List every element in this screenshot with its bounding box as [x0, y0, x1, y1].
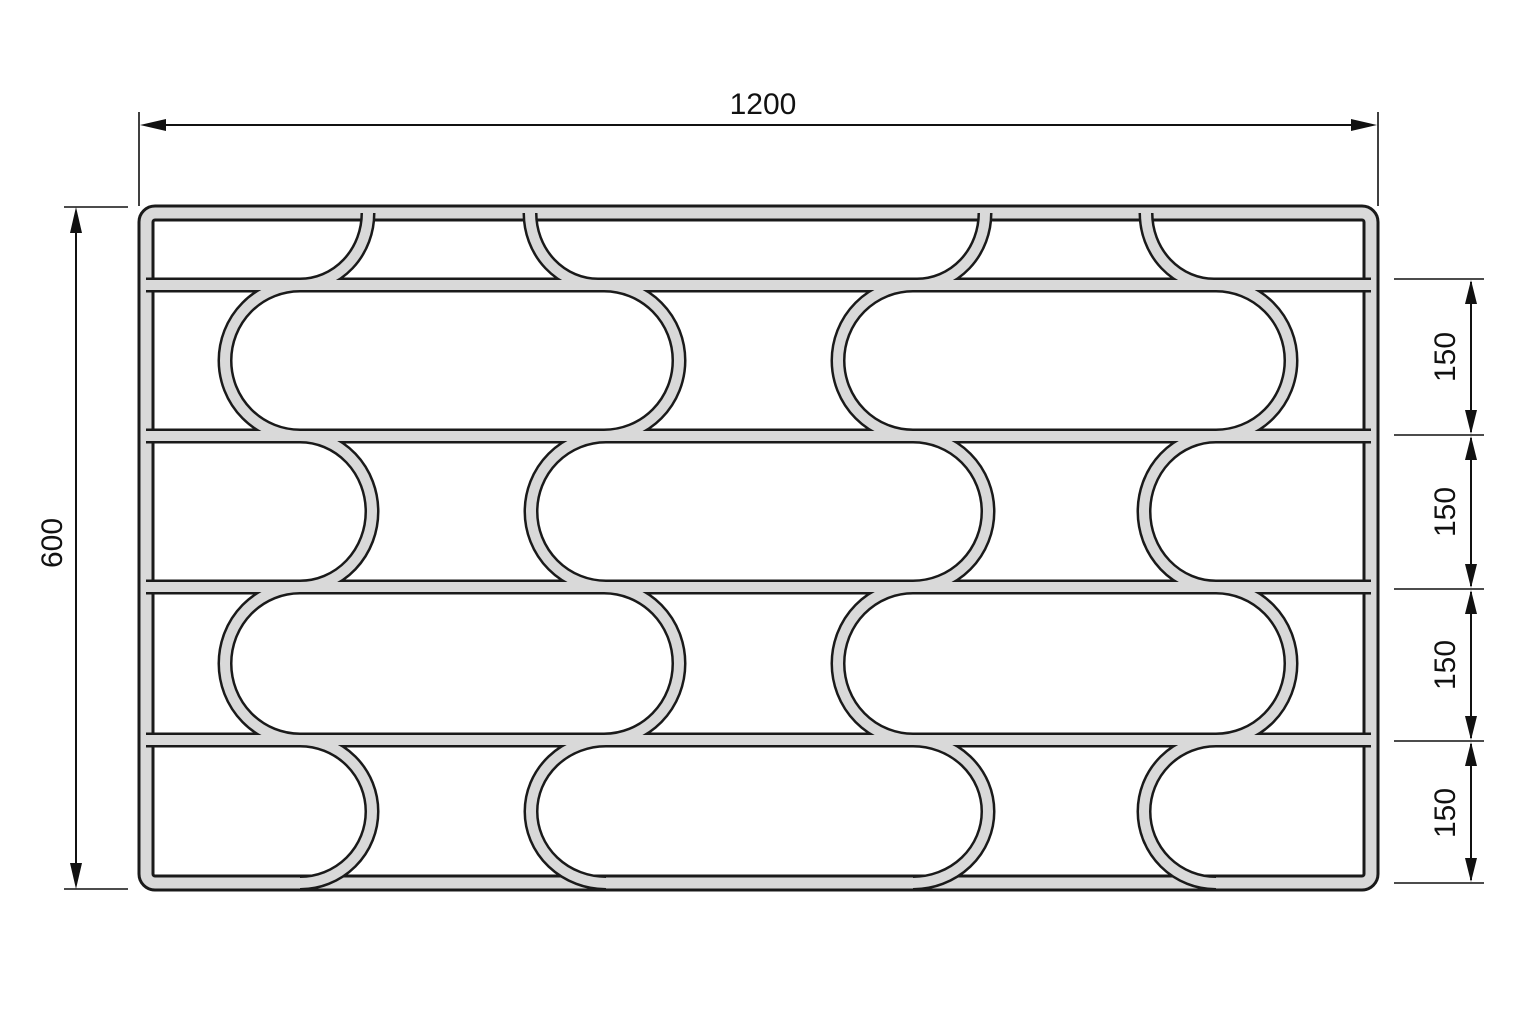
stadium-row2-center	[523, 428, 996, 595]
half-row2-right	[1136, 428, 1217, 595]
panel	[137, 204, 1380, 892]
arc-top-2-fill	[525, 212, 599, 290]
stadium-row4-center	[523, 732, 996, 891]
stadium-row1-left	[217, 277, 687, 444]
row-arrow-3-top	[1465, 590, 1477, 614]
width-label: 1200	[730, 88, 797, 121]
row-dimensions: 150 150 150 150	[1394, 278, 1484, 884]
height-dimension: 600	[36, 206, 128, 890]
row-arrow-2-top	[1465, 436, 1477, 460]
stadium-row4-center-fill	[526, 735, 993, 888]
row-arrow-1-top	[1465, 280, 1477, 304]
curved-elements-fill	[220, 212, 1296, 888]
horizontal-bars-fill	[146, 280, 1371, 745]
half-row4-right-fill	[1139, 735, 1217, 888]
row-label-1: 150	[1429, 332, 1462, 382]
row-arrow-3-bottom	[1465, 716, 1477, 740]
height-arrow-top	[70, 207, 82, 233]
row-arrow-1-bottom	[1465, 410, 1477, 434]
stadium-row3-right-fill	[833, 582, 1296, 745]
half-row2-left	[299, 428, 380, 595]
row-label-2: 150	[1429, 487, 1462, 537]
stadium-row1-right-fill	[833, 280, 1296, 441]
stadium-row1-left-fill	[220, 280, 684, 441]
row-arrow-4-bottom	[1465, 858, 1477, 882]
stadium-row3-left-fill	[220, 582, 684, 745]
height-label: 600	[36, 518, 69, 568]
half-row2-left-fill	[299, 431, 377, 592]
arc-top-4-fill	[1141, 212, 1215, 290]
horizontal-bars-outline	[146, 277, 1371, 748]
outer-frame	[137, 204, 1380, 892]
half-row4-right	[1136, 732, 1217, 891]
outer-frame-fill	[140, 207, 1377, 889]
width-dimension: 1200	[138, 88, 1379, 206]
stadium-row3-left	[217, 579, 687, 748]
curved-elements-outline	[217, 212, 1299, 891]
height-arrow-bottom	[70, 863, 82, 889]
stadium-row1-right	[830, 277, 1299, 444]
row-label-3: 150	[1429, 640, 1462, 690]
row-arrow-2-bottom	[1465, 564, 1477, 588]
stadium-row3-right	[830, 579, 1299, 748]
row-label-4: 150	[1429, 788, 1462, 838]
half-row4-left	[299, 732, 380, 891]
half-row2-right-fill	[1139, 431, 1217, 592]
row-arrow-4-top	[1465, 742, 1477, 766]
width-arrow-left	[140, 119, 166, 131]
width-arrow-right	[1351, 119, 1377, 131]
stadium-row2-center-fill	[526, 431, 993, 592]
half-row4-left-fill	[299, 735, 377, 888]
arc-top-1-fill	[299, 212, 373, 290]
arc-top-3-fill	[916, 212, 990, 290]
